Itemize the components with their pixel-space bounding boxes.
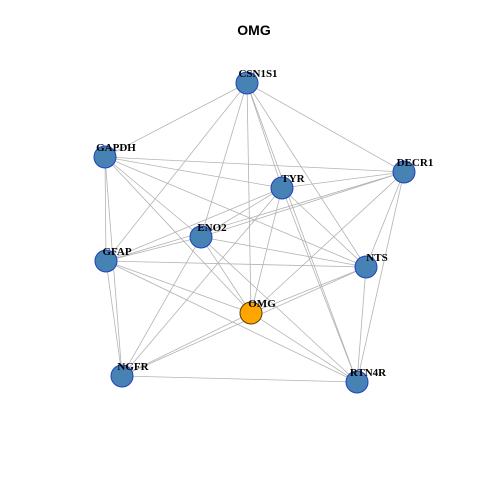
edge-gapdh-eno2 [104,156,202,238]
edge-decr1-nts [365,171,405,268]
edge-nts-rtn4r [356,266,367,383]
edge-tyr-eno2 [200,187,283,238]
diagram-title: OMG [237,22,271,38]
node-label-ngfr: NGFR [117,361,149,373]
edge-csn1s1-gfap [105,82,248,262]
edge-eno2-nts [200,236,367,268]
edge-decr1-gfap [105,171,405,262]
edge-gfap-omg [105,260,252,314]
edge-eno2-gfap [105,236,202,262]
node-csn1s1[interactable] [235,71,259,95]
node-label-eno2: ENO2 [197,222,227,234]
edge-csn1s1-nts [246,82,367,268]
edge-gapdh-gfap [104,156,107,262]
node-tyr[interactable] [270,176,294,200]
node-gfap[interactable] [94,249,118,273]
edge-csn1s1-rtn4r [246,82,358,383]
edge-gfap-ngfr [105,260,123,377]
edge-gapdh-nts [104,156,367,268]
edge-csn1s1-tyr [246,82,283,189]
node-label-csn1s1: CSN1S1 [238,68,277,80]
node-label-nts: NTS [366,252,387,264]
edge-tyr-omg [250,187,283,314]
node-decr1[interactable] [392,160,416,184]
edge-gfap-rtn4r [105,260,358,383]
edge-ngfr-rtn4r [121,375,358,383]
edge-omg-rtn4r [250,312,358,383]
edge-tyr-ngfr [121,187,283,377]
node-gapdh[interactable] [93,145,117,169]
node-label-omg: OMG [248,298,276,310]
node-nts[interactable] [354,255,378,279]
node-layer [93,71,416,394]
edge-csn1s1-decr1 [246,82,405,173]
edge-decr1-eno2 [200,171,405,238]
node-rtn4r[interactable] [345,370,369,394]
edge-tyr-gfap [105,187,283,262]
edge-tyr-rtn4r [281,187,358,383]
node-label-gfap: GFAP [102,246,131,258]
edge-eno2-ngfr [121,236,202,377]
edge-eno2-rtn4r [200,236,358,383]
edge-csn1s1-omg [246,82,252,314]
edge-nts-omg [250,266,367,314]
node-eno2[interactable] [189,225,213,249]
edge-csn1s1-gapdh [104,82,248,158]
node-omg[interactable] [239,301,263,325]
edge-decr1-tyr [281,171,405,189]
edge-eno2-omg [200,236,252,314]
edge-tyr-nts [281,187,367,268]
edge-gfap-nts [105,260,367,268]
node-ngfr[interactable] [110,364,134,388]
node-label-rtn4r: RTN4R [350,367,387,379]
edge-layer [104,82,405,383]
edge-gapdh-decr1 [104,156,405,173]
edge-decr1-rtn4r [356,171,405,383]
edge-omg-ngfr [121,312,252,377]
edge-decr1-omg [250,171,405,314]
node-label-decr1: DECR1 [397,157,434,169]
edge-csn1s1-eno2 [200,82,248,238]
edge-gapdh-tyr [104,156,283,189]
edge-gapdh-omg [104,156,252,314]
node-label-tyr: TYR [281,173,305,185]
node-label-gapdh: GAPDH [96,142,136,154]
